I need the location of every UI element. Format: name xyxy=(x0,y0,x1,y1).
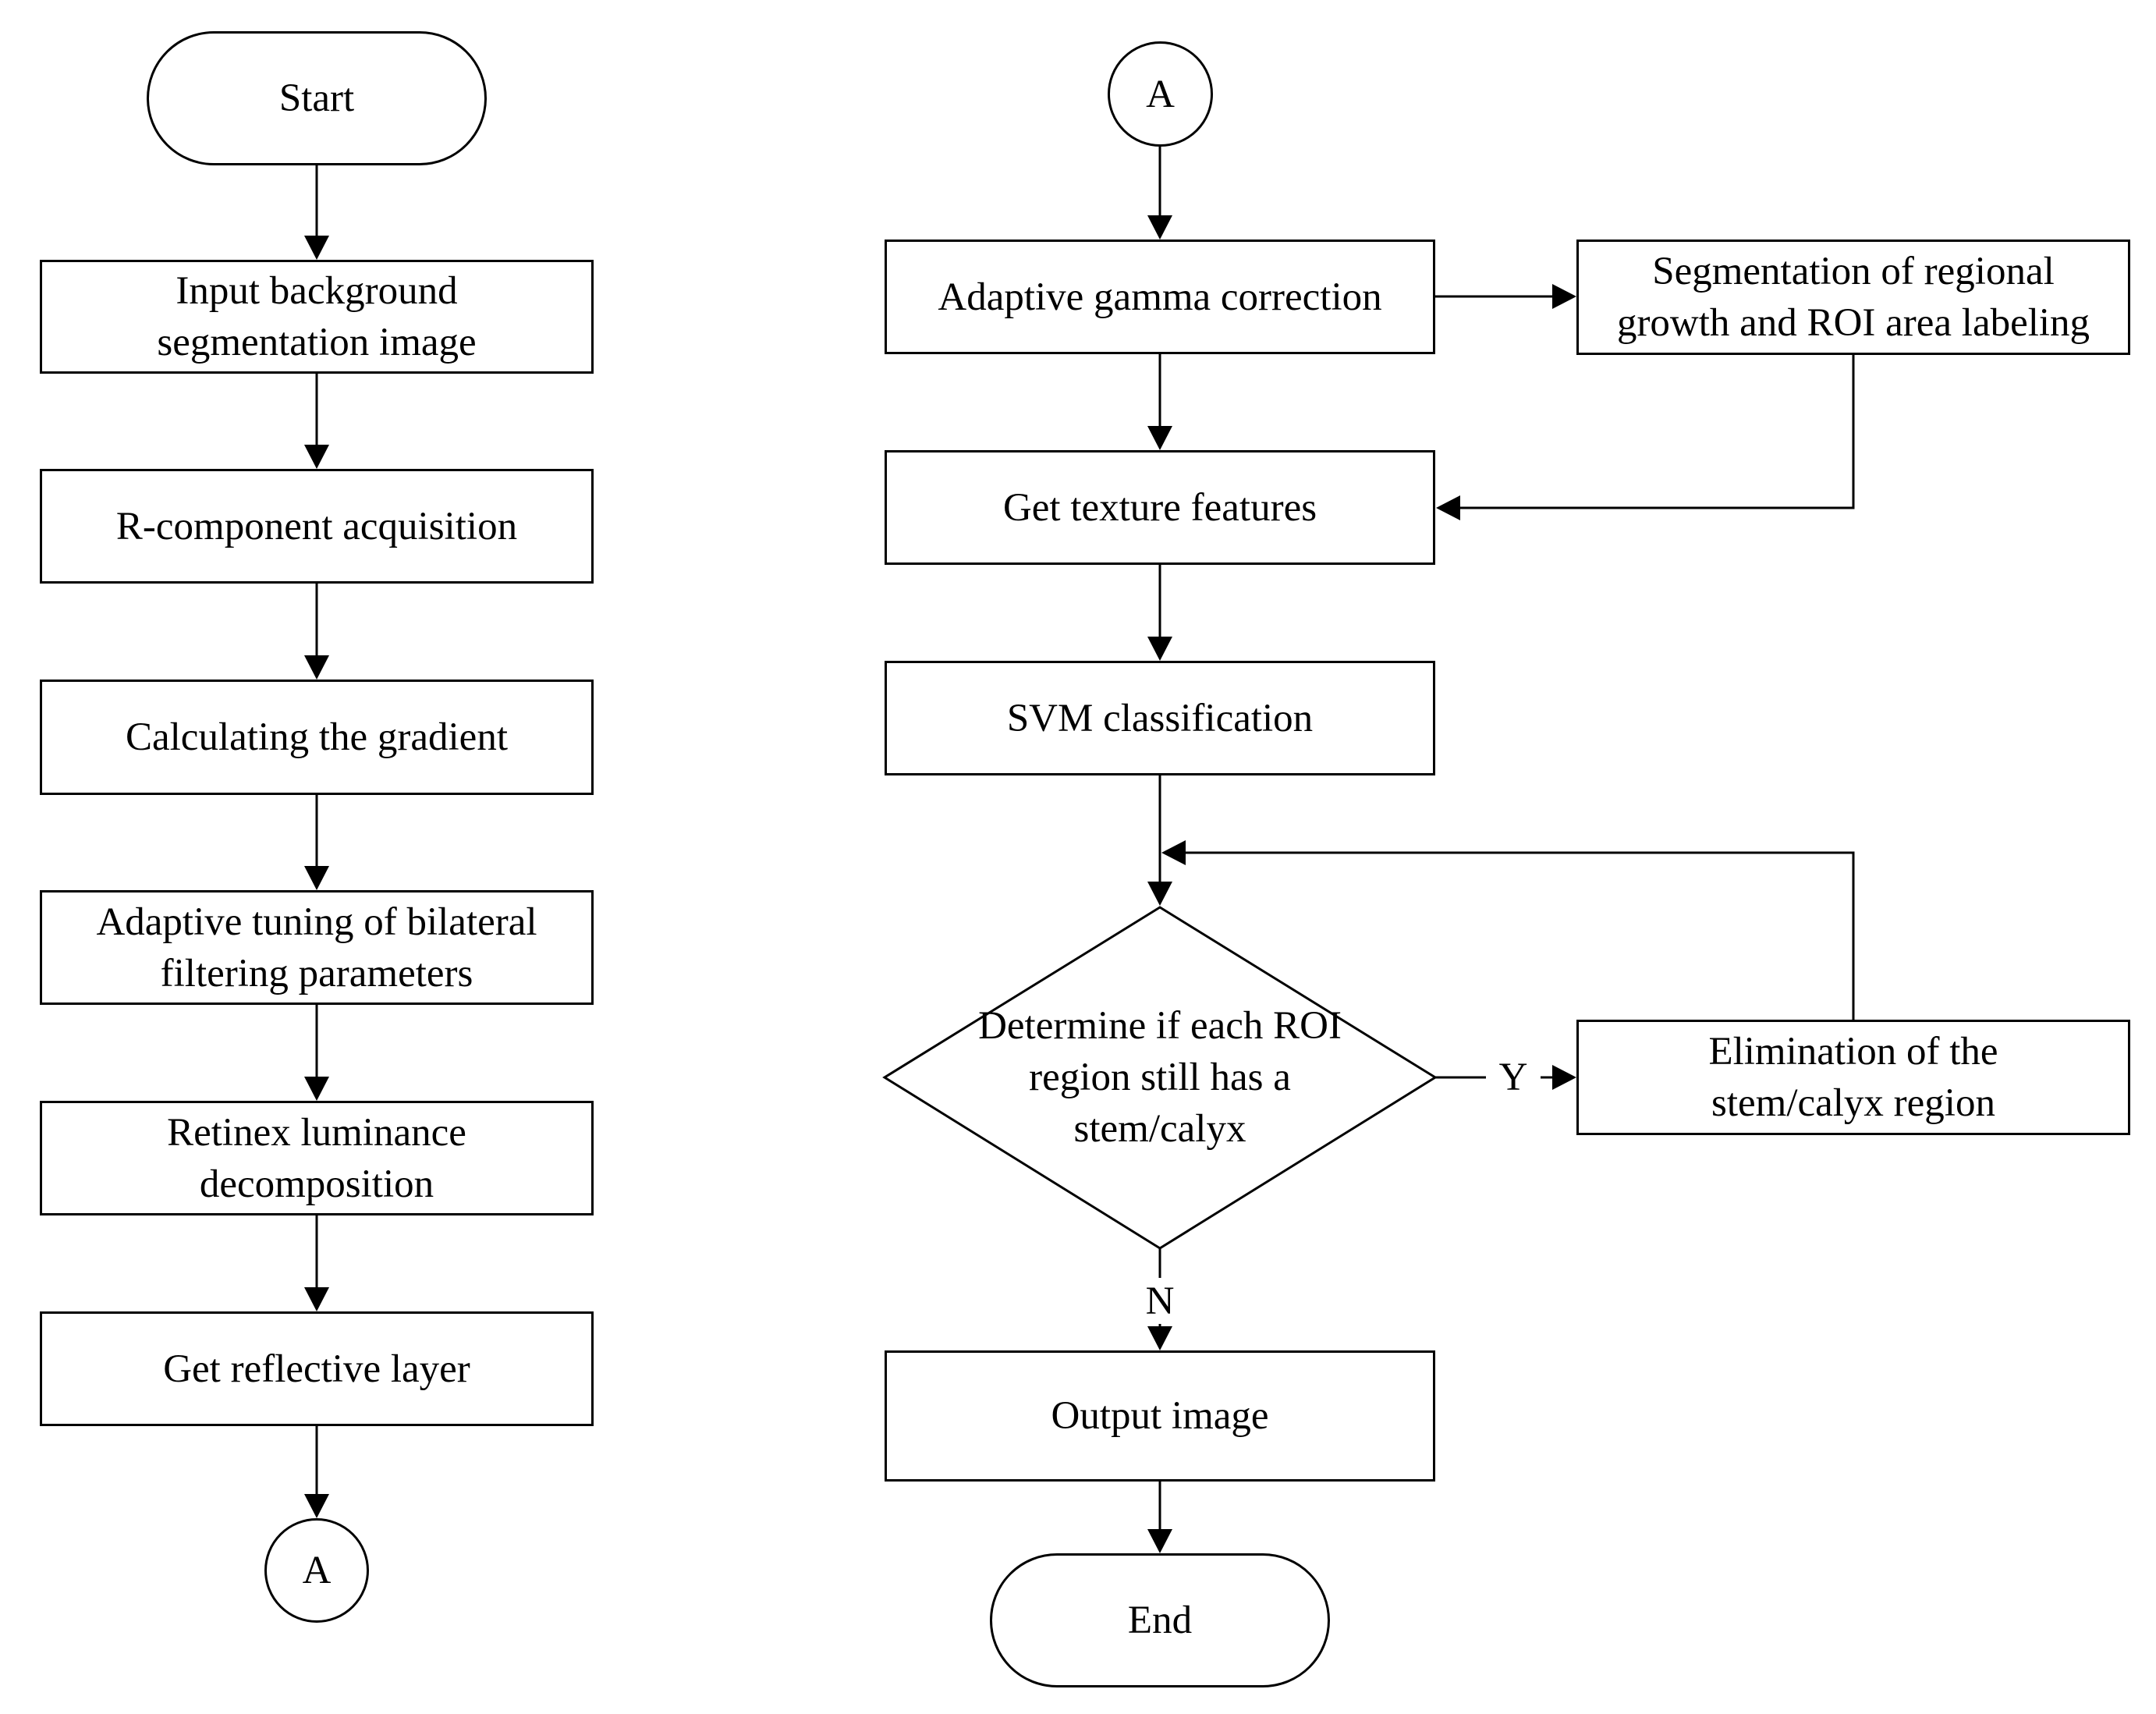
output-label: Output image xyxy=(1051,1394,1269,1438)
gradient-step: Calculating the gradient xyxy=(40,680,594,795)
connector-a-top: A xyxy=(1108,41,1213,147)
gamma-step: Adaptive gamma correction xyxy=(885,240,1435,354)
end-label: End xyxy=(1127,1599,1193,1642)
connector-a-top-label: A xyxy=(1146,72,1175,116)
arrowhead xyxy=(1147,882,1172,906)
reflective-step: Get reflective layer xyxy=(40,1311,594,1426)
texture-step: Get texture features xyxy=(885,450,1435,565)
output-step: Output image xyxy=(885,1350,1435,1482)
bilateral-step: Adaptive tuning of bilateral filtering p… xyxy=(40,890,594,1005)
connector-a-bottom-label: A xyxy=(302,1549,332,1592)
decision-diamond-shape xyxy=(882,906,1438,1250)
arrowhead xyxy=(1147,1529,1172,1553)
segmentation-label: Segmentation of regional growth and ROI … xyxy=(1616,250,2090,345)
arrowhead xyxy=(1436,495,1460,520)
arrowhead xyxy=(1552,284,1576,309)
elimination-step: Elimination of the stem/calyx region xyxy=(1576,1020,2130,1135)
elimination-label: Elimination of the stem/calyx region xyxy=(1708,1030,1998,1125)
input-image-label: Input background segmentation image xyxy=(157,269,477,364)
arrowhead xyxy=(1147,1326,1172,1350)
arrowhead xyxy=(304,1287,329,1311)
retinex-step: Retinex luminance decomposition xyxy=(40,1101,594,1215)
gamma-label: Adaptive gamma correction xyxy=(938,275,1382,319)
segmentation-step: Segmentation of regional growth and ROI … xyxy=(1576,240,2130,355)
edge-segmentation-to-texture xyxy=(1459,355,1855,509)
texture-label: Get texture features xyxy=(1002,485,1317,530)
gradient-label: Calculating the gradient xyxy=(125,715,508,759)
decision-label: Determine if each ROI region still has a… xyxy=(978,1004,1342,1151)
start-label: Start xyxy=(278,76,355,120)
reflective-label: Get reflective layer xyxy=(163,1347,470,1391)
retinex-label: Retinex luminance decomposition xyxy=(167,1110,466,1206)
arrowhead xyxy=(304,866,329,890)
start-terminal: Start xyxy=(147,31,487,165)
bilateral-label: Adaptive tuning of bilateral filtering p… xyxy=(96,900,537,995)
yes-edge-label: Y xyxy=(1488,1056,1538,1099)
decision-text: Determine if each ROI region still has a… xyxy=(963,991,1357,1164)
connector-a-bottom: A xyxy=(264,1518,369,1623)
arrowhead xyxy=(1161,840,1186,865)
edge-elimination-loop xyxy=(1174,851,1855,1020)
r-component-label: R-component acquisition xyxy=(115,504,518,548)
arrowhead xyxy=(304,1077,329,1101)
arrowhead xyxy=(1147,637,1172,661)
arrowhead xyxy=(1552,1065,1576,1090)
no-edge-label: N xyxy=(1138,1279,1182,1323)
svm-step: SVM classification xyxy=(885,661,1435,775)
input-image-step: Input background segmentation image xyxy=(40,260,594,374)
arrowhead xyxy=(304,236,329,260)
end-terminal: End xyxy=(990,1553,1330,1687)
svm-label: SVM classification xyxy=(1006,696,1314,740)
arrowhead xyxy=(304,445,329,469)
arrowhead xyxy=(304,655,329,680)
arrowhead xyxy=(1147,426,1172,450)
arrowhead xyxy=(1147,215,1172,240)
r-component-step: R-component acquisition xyxy=(40,469,594,584)
arrowhead xyxy=(304,1494,329,1518)
